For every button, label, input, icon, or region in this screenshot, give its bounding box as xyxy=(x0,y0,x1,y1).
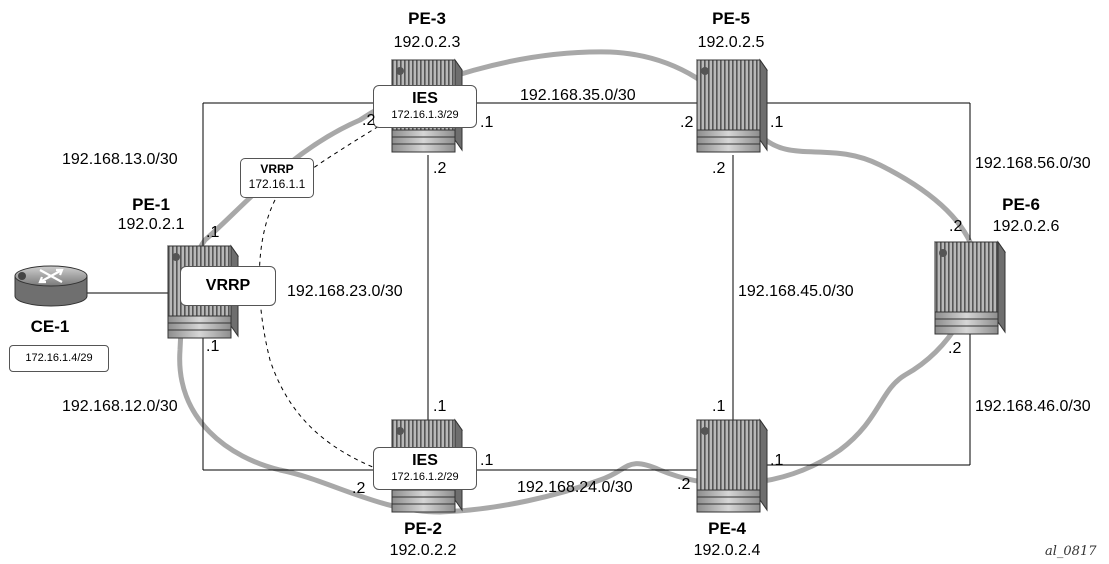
ies-box-pe2[interactable]: IES 172.16.1.2/29 xyxy=(373,447,477,490)
if-pe2-right: .1 xyxy=(480,452,494,469)
if-pe4-left: .2 xyxy=(677,476,691,493)
if-pe2-top: .1 xyxy=(433,398,447,415)
vrrp-virtual-box[interactable]: VRRP 172.16.1.1 xyxy=(240,158,314,198)
pe1-ip: 192.0.2.1 xyxy=(117,216,185,233)
router-ce1[interactable] xyxy=(14,265,88,307)
pe4-ip: 192.0.2.4 xyxy=(693,542,761,559)
vrrp-virtual-title: VRRP xyxy=(260,162,294,176)
if-pe1-bottom: .1 xyxy=(206,338,220,355)
if-pe1-top: .1 xyxy=(206,224,220,241)
if-pe3-bottom: .2 xyxy=(433,160,447,177)
if-pe2-left: .2 xyxy=(352,480,366,497)
if-pe4-right: .1 xyxy=(770,452,784,469)
pe2-name: PE-2 xyxy=(404,519,442,538)
pe6-ip: 192.0.2.6 xyxy=(992,218,1060,235)
pe5-name: PE-5 xyxy=(712,9,750,28)
router-pe4[interactable] xyxy=(696,418,768,513)
pe2-ip: 192.0.2.2 xyxy=(389,542,457,559)
subnet-pe1-pe3: 192.168.13.0/30 xyxy=(62,151,178,168)
links xyxy=(85,102,971,471)
if-pe3-right: .1 xyxy=(480,114,494,131)
vrrp-virtual-ip: 172.16.1.1 xyxy=(248,177,306,191)
ce1-ip-box: 172.16.1.4/29 xyxy=(9,345,109,372)
subnet-pe1-pe2: 192.168.12.0/30 xyxy=(62,398,178,415)
if-pe6-bottom: .2 xyxy=(948,340,962,357)
router-pe6[interactable] xyxy=(934,240,1006,335)
if-pe5-right: .1 xyxy=(770,114,784,131)
subnet-pe4-pe6: 192.168.46.0/30 xyxy=(975,398,1091,415)
subnet-pe2-pe3: 192.168.23.0/30 xyxy=(287,283,403,300)
ies-ip-pe3: 172.16.1.3/29 xyxy=(391,109,459,121)
pe5-ip: 192.0.2.5 xyxy=(697,34,765,51)
subnet-pe5-pe6: 192.168.56.0/30 xyxy=(975,155,1091,172)
pe4-name: PE-4 xyxy=(708,519,746,538)
vrrp-title-pe1: VRRP xyxy=(205,277,251,294)
router-pe1[interactable] xyxy=(167,244,239,339)
ies-title-pe2: IES xyxy=(412,452,438,469)
ies-ip-pe2: 172.16.1.2/29 xyxy=(391,471,459,483)
if-pe6-top: .2 xyxy=(949,218,963,235)
ies-title-pe3: IES xyxy=(412,90,438,107)
pe1-name: PE-1 xyxy=(132,195,170,214)
subnet-pe3-pe5: 192.168.35.0/30 xyxy=(520,87,636,104)
subnet-pe4-pe5: 192.168.45.0/30 xyxy=(738,283,854,300)
if-pe5-bottom: .2 xyxy=(712,160,726,177)
router-led-icon xyxy=(18,272,26,280)
pe6-name: PE-6 xyxy=(1002,195,1040,214)
router-pe5[interactable] xyxy=(696,58,768,153)
pe3-name: PE-3 xyxy=(408,9,446,28)
if-pe5-left: .2 xyxy=(680,114,694,131)
cloud-ring xyxy=(177,49,979,515)
if-pe4-top: .1 xyxy=(712,398,726,415)
figure-tag: al_0817 xyxy=(1045,544,1097,559)
router-arrows-icon xyxy=(38,268,64,284)
ies-box-pe3[interactable]: IES 172.16.1.3/29 xyxy=(373,85,477,128)
pe3-ip: 192.0.2.3 xyxy=(393,34,461,51)
if-pe3-left: .2 xyxy=(362,112,376,129)
ce1-name: CE-1 xyxy=(30,317,70,336)
subnet-pe2-pe4: 192.168.24.0/30 xyxy=(517,479,633,496)
ce1-ip: 172.16.1.4/29 xyxy=(25,352,93,364)
vrrp-box-pe1[interactable]: VRRP xyxy=(180,266,276,306)
